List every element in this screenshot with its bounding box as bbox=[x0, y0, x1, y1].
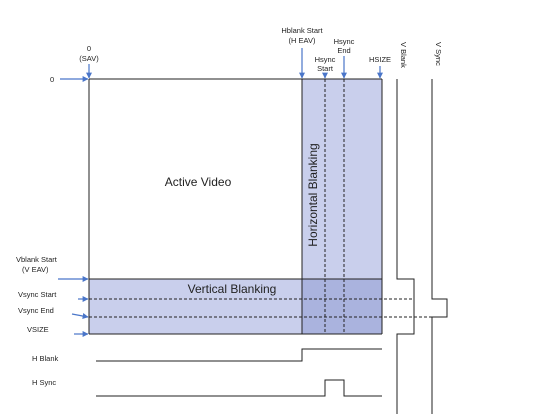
sav-zero-label: 0 bbox=[87, 44, 91, 53]
v-sync-waveform bbox=[431, 79, 448, 414]
horizontal-blanking-label: Horizontal Blanking bbox=[306, 143, 320, 246]
h-blank-label: H Blank bbox=[32, 354, 59, 363]
vsync-end-label: Vsync End bbox=[18, 306, 54, 315]
hsync-end-label: Hsync bbox=[334, 37, 355, 46]
v-blank-waveform bbox=[396, 79, 415, 414]
v-blank-label: V Blank bbox=[399, 42, 408, 68]
vsize-label: VSIZE bbox=[27, 325, 49, 334]
vblank-start-label: Vblank Start bbox=[16, 255, 58, 264]
v-sync-label: V Sync bbox=[434, 42, 443, 66]
vsync-start-label: Vsync Start bbox=[18, 290, 57, 299]
hsync-start-sublabel: Start bbox=[317, 64, 334, 73]
h-blank-waveform bbox=[96, 348, 382, 362]
sav-label: (SAV) bbox=[79, 54, 99, 63]
hblank-start-label: Hblank Start bbox=[281, 26, 323, 35]
hsync-end-sublabel: End bbox=[337, 46, 350, 55]
vsync-end-arrow bbox=[71, 313, 89, 319]
hblank-start-sublabel: (H EAV) bbox=[289, 36, 316, 45]
active-video-label: Active Video bbox=[165, 175, 232, 189]
hsize-label: HSIZE bbox=[369, 55, 391, 64]
blanking-overlap-region bbox=[302, 279, 382, 334]
h-sync-waveform bbox=[96, 379, 382, 397]
origin-zero-label: 0 bbox=[50, 75, 54, 84]
vblank-start-sublabel: (V EAV) bbox=[22, 265, 49, 274]
h-sync-label: H Sync bbox=[32, 378, 56, 387]
hsync-start-label: Hsync bbox=[315, 55, 336, 64]
vertical-blanking-label: Vertical Blanking bbox=[188, 282, 277, 296]
